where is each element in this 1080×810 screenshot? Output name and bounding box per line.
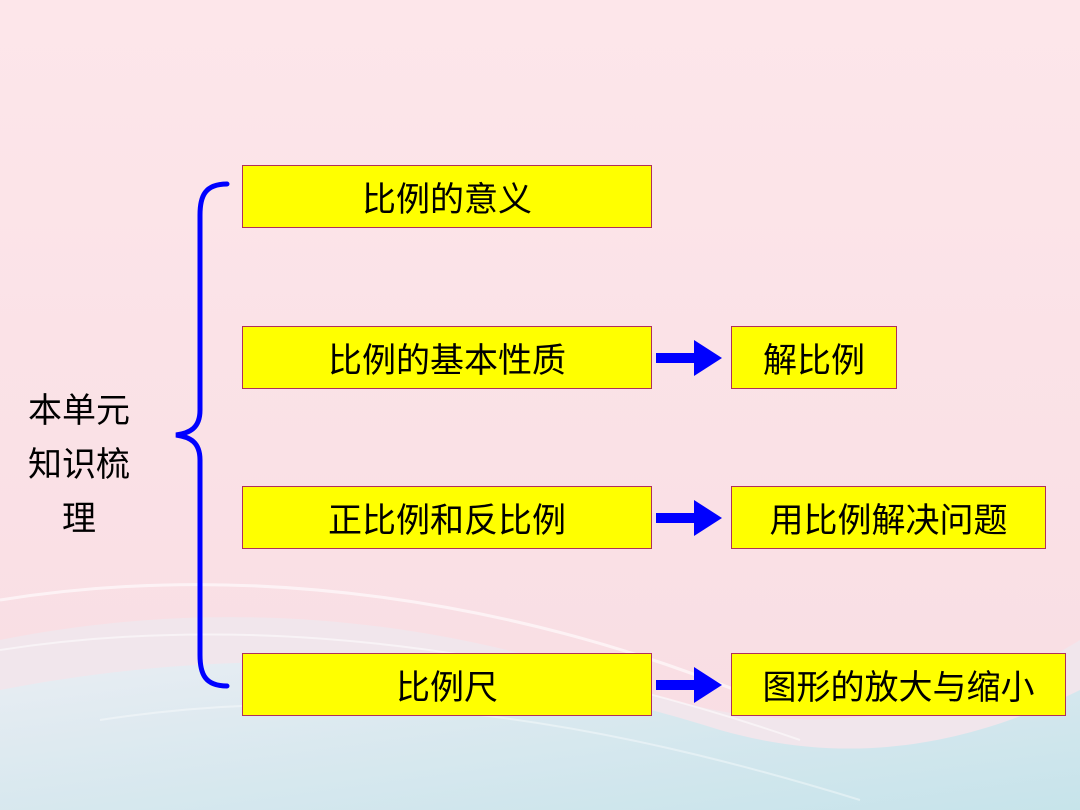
app-box-enlarge-reduce: 图形的放大与缩小 <box>731 653 1066 716</box>
root-label: 本单元 知识梳理 <box>28 391 130 539</box>
app-box-solve-problems: 用比例解决问题 <box>731 486 1046 549</box>
app-box-solve-proportion: 解比例 <box>731 326 897 389</box>
topic-box-direct-inverse: 正比例和反比例 <box>242 486 652 549</box>
topic-box-basic-property: 比例的基本性质 <box>242 326 652 389</box>
topic-box-meaning: 比例的意义 <box>242 165 652 228</box>
topic-box-scale: 比例尺 <box>242 653 652 716</box>
